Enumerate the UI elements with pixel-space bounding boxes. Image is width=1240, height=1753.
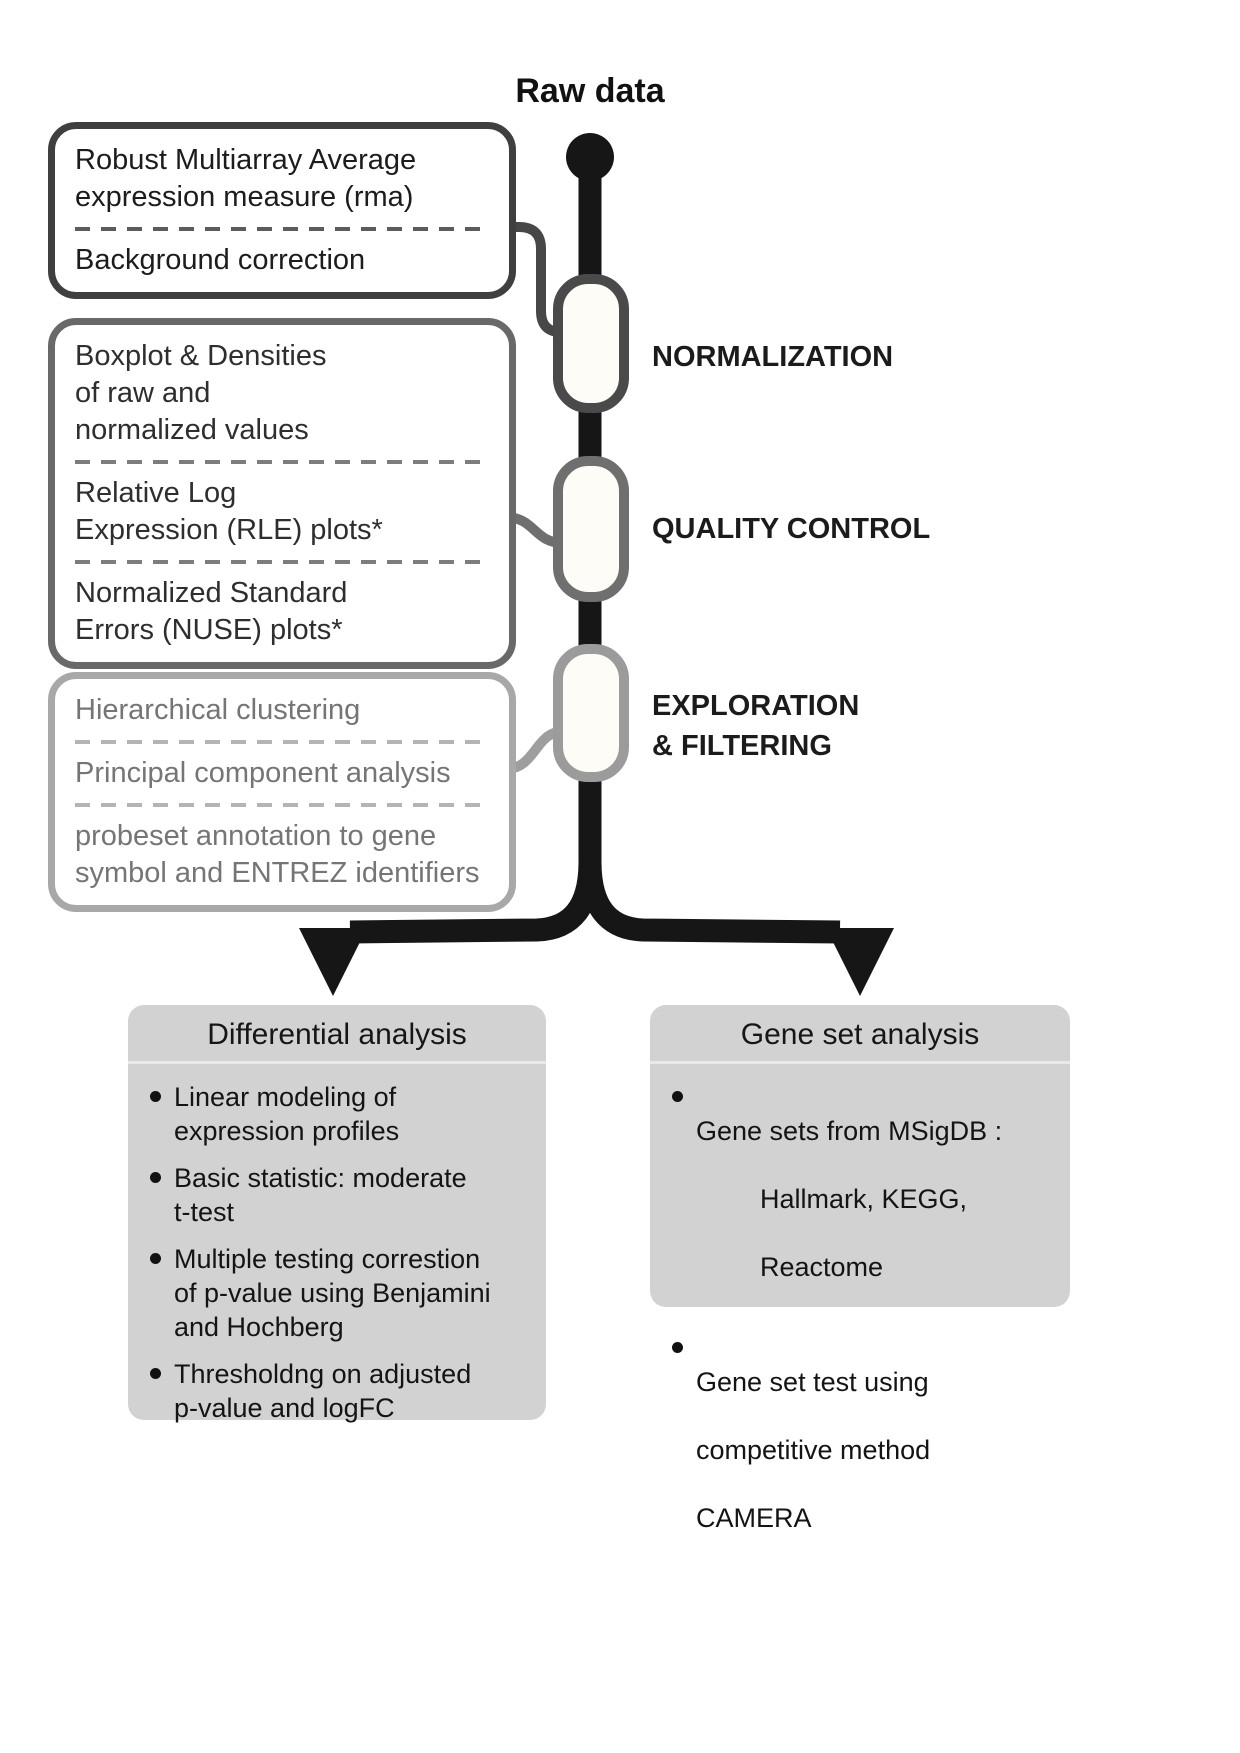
step-text-rma: Robust Multiarray Average expression mea… — [75, 144, 417, 213]
dashed-divider — [75, 560, 489, 564]
dashed-divider — [75, 227, 489, 231]
exploration-steps-box: Hierarchical clustering Principal compon… — [48, 672, 516, 912]
gene-set-analysis-panel: Gene set analysis Gene sets from MSigDB … — [650, 1005, 1070, 1533]
bullet-text: Multiple testing correstion of p-value u… — [174, 1244, 491, 1342]
raw-data-start-dot — [566, 133, 614, 181]
branch-arm-right — [578, 861, 841, 944]
step-text-background-correction: Background correction — [75, 244, 366, 276]
list-item: Basic statistic: moderate t-test — [150, 1161, 528, 1229]
list-item: Gene sets from MSigDB : Hallmark, KEGG, … — [672, 1080, 1052, 1318]
list-item: Linear modeling of expression profiles — [150, 1080, 528, 1148]
dashed-divider — [75, 460, 489, 464]
dashed-divider — [75, 803, 489, 807]
bullet-text: Basic statistic: moderate t-test — [174, 1163, 467, 1227]
bullet-line: Gene set test using — [696, 1367, 929, 1397]
panel-body: Gene sets from MSigDB : Hallmark, KEGG, … — [650, 1064, 1070, 1596]
bullet-text: Gene sets from MSigDB : Hallmark, KEGG, … — [696, 1080, 1002, 1318]
differential-analysis-panel: Differential analysis Linear modeling of… — [128, 1005, 546, 1423]
connector-normalization — [500, 222, 566, 337]
bullet-line: CAMERA — [696, 1503, 812, 1533]
bullet-text: Gene set test using competitive method C… — [696, 1331, 930, 1569]
title-separator — [128, 1061, 546, 1064]
bullet-icon — [672, 1091, 683, 1102]
step-text-pca: Principal component analysis — [75, 757, 451, 789]
bullet-line: Hallmark, KEGG, — [760, 1184, 968, 1214]
stage-label-normalization: NORMALIZATION — [652, 341, 894, 373]
stage-node-normalization — [553, 274, 629, 413]
bullet-icon — [150, 1172, 161, 1183]
bullet-line: Gene sets from MSigDB : — [696, 1116, 1003, 1146]
list-item: Gene set test using competitive method C… — [672, 1331, 1052, 1569]
bullet-icon — [672, 1342, 683, 1353]
normalization-steps-box: Robust Multiarray Average expression mea… — [48, 122, 516, 299]
arrowhead-right-icon — [826, 928, 894, 996]
list-item: Multiple testing correstion of p-value u… — [150, 1242, 528, 1344]
bullet-text: Linear modeling of expression profiles — [174, 1082, 400, 1146]
panel-body: Linear modeling of expression profiles B… — [128, 1064, 546, 1452]
step-text-probeset-annotation: probeset annotation to gene symbol and E… — [75, 820, 480, 889]
panel-title-gene-set-analysis: Gene set analysis — [740, 1018, 980, 1051]
quality-control-steps-box: Boxplot & Densities of raw and normalize… — [48, 318, 516, 669]
step-text-rle-plots: Relative Log Expression (RLE) plots* — [75, 477, 383, 546]
bullet-line: Reactome — [760, 1252, 884, 1282]
bullet-text: Thresholdng on adjusted p-value and logF… — [174, 1359, 472, 1423]
stage-label-quality-control: QUALITY CONTROL — [652, 513, 931, 545]
stage-label-exploration-filtering: EXPLORATION & FILTERING — [652, 690, 860, 762]
list-item: Thresholdng on adjusted p-value and logF… — [150, 1357, 528, 1425]
raw-data-label: Raw data — [515, 72, 665, 110]
arrowhead-left-icon — [299, 928, 367, 996]
step-text-nuse-plots: Normalized Standard Errors (NUSE) plots* — [75, 577, 348, 646]
stage-node-quality-control — [553, 456, 629, 602]
panel-title-differential-analysis: Differential analysis — [207, 1018, 467, 1051]
title-separator — [650, 1061, 1070, 1064]
step-text-boxplot-densities: Boxplot & Densities of raw and normalize… — [75, 340, 327, 446]
bullet-line: competitive method — [696, 1435, 931, 1465]
bullet-icon — [150, 1253, 161, 1264]
step-text-hierarchical-clustering: Hierarchical clustering — [75, 694, 361, 726]
stage-node-exploration — [553, 644, 629, 782]
bullet-icon — [150, 1368, 161, 1379]
bullet-icon — [150, 1091, 161, 1102]
dashed-divider — [75, 740, 489, 744]
